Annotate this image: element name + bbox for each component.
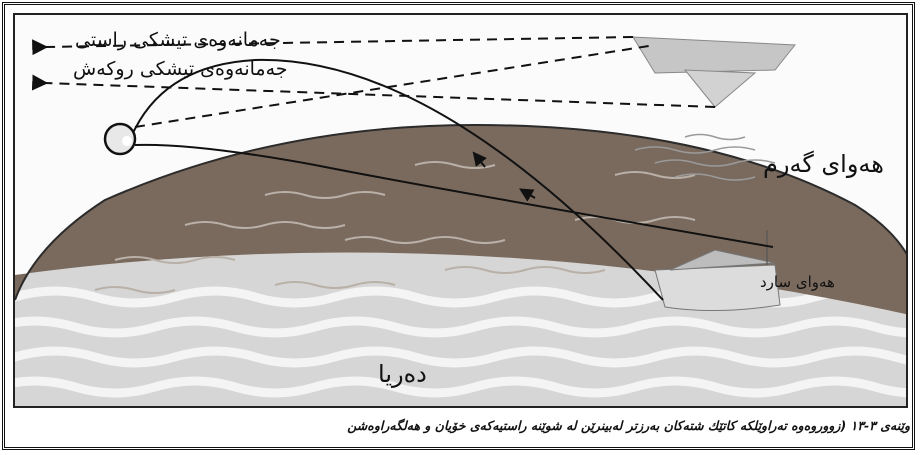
- diagram-panel: جەمانەوەی تیشکی راستی جەمانەوەی تیشکی رو…: [13, 13, 908, 408]
- cold-air-label: هەوای سارد: [760, 273, 835, 291]
- sea-label: دەریا: [378, 360, 427, 388]
- warm-air-label: هەوای گەرم: [763, 150, 884, 178]
- figure-frame: جەمانەوەی تیشکی راستی جەمانەوەی تیشکی رو…: [2, 2, 915, 450]
- apparent-position-ray: [45, 83, 715, 107]
- observer-eye-icon: [105, 124, 135, 154]
- figure-caption: وێنەی ٣-١٣ (زووروەوە تەراوێلكە كاتێك شتە…: [17, 418, 910, 442]
- mirage-image: [633, 37, 795, 107]
- apparent-position-label: جەمانەوەی تیشکی روکەش: [73, 58, 288, 80]
- true-position-label: جەمانەوەی تیشکی راستی: [75, 29, 281, 51]
